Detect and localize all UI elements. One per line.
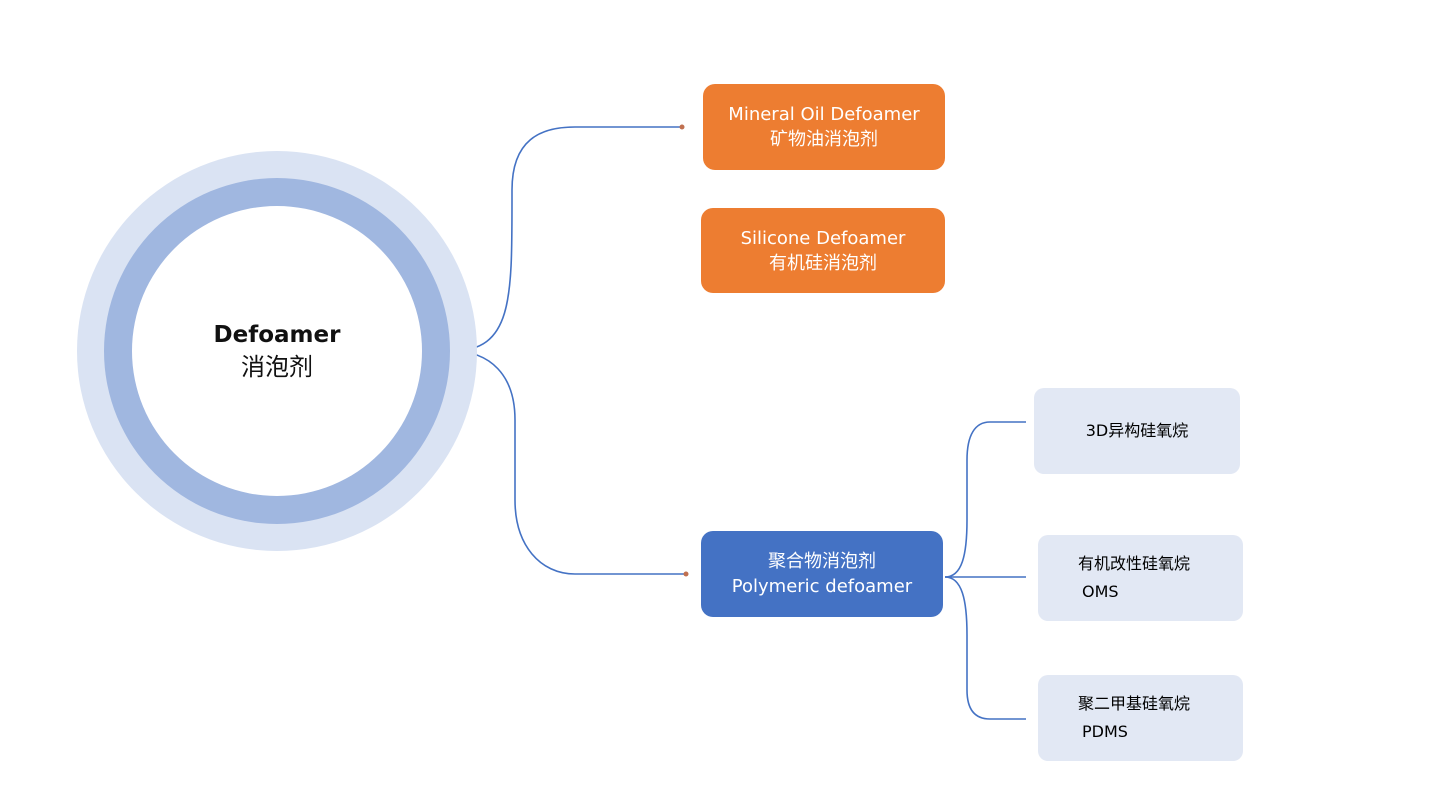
silicone-defoamer-node[interactable]: Silicone Defoamer 有机硅消泡剂 (701, 208, 945, 293)
center-title-zh: 消泡剂 (241, 353, 313, 381)
pdms-node[interactable]: 聚二甲基硅氧烷 PDMS (1038, 675, 1243, 761)
pdms-label-zh: 聚二甲基硅氧烷 (1078, 694, 1191, 713)
connector-polymeric-to-pdms (944, 576, 1026, 720)
pdms-abbr: PDMS (1082, 722, 1128, 741)
mineral-oil-label-zh: 矿物油消泡剂 (770, 129, 878, 150)
modified-siloxane-label-zh: 有机改性硅氧烷 (1078, 554, 1191, 573)
center-node[interactable]: Defoamer 消泡剂 (132, 206, 422, 496)
polymeric-label-en: Polymeric defoamer (731, 576, 913, 597)
isomeric-siloxane-node[interactable]: 3D异构硅氧烷 (1034, 388, 1240, 474)
modified-siloxane-node[interactable]: 有机改性硅氧烷 OMS (1038, 535, 1243, 621)
connector-polymeric-to-isomeric (944, 421, 1026, 578)
connector-dot-mineral (679, 124, 685, 130)
isomeric-siloxane-label: 3D异构硅氧烷 (1085, 421, 1189, 440)
connector-dot-polymeric (683, 571, 689, 577)
modified-siloxane-abbr: OMS (1082, 582, 1119, 601)
polymeric-defoamer-node[interactable]: 聚合物消泡剂 Polymeric defoamer (701, 531, 943, 617)
polymeric-label-zh: 聚合物消泡剂 (768, 551, 876, 572)
mineral-oil-label-en: Mineral Oil Defoamer (728, 104, 920, 125)
mineral-oil-defoamer-node[interactable]: Mineral Oil Defoamer 矿物油消泡剂 (703, 84, 945, 170)
silicone-label-zh: 有机硅消泡剂 (769, 252, 877, 274)
connector-center-to-polymeric (451, 350, 686, 575)
silicone-label-en: Silicone Defoamer (740, 227, 906, 249)
center-title-en: Defoamer (213, 322, 341, 348)
connector-center-to-mineral (451, 126, 682, 352)
